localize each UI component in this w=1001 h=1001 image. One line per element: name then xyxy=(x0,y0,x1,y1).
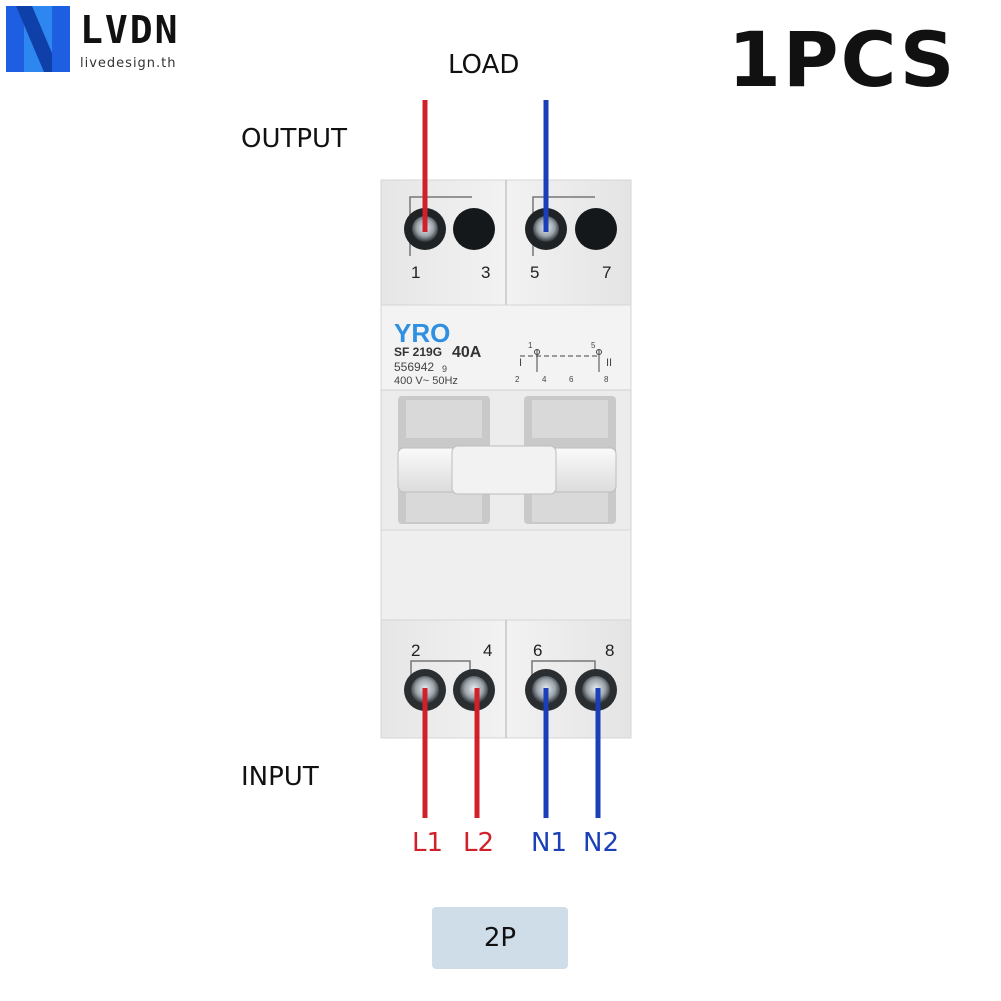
brand-name: LVDN xyxy=(80,8,180,52)
terminal-hole xyxy=(453,208,495,250)
terminal-number: 3 xyxy=(481,263,490,282)
device-model: SF 219G xyxy=(394,345,442,359)
terminal-hole xyxy=(575,208,617,250)
brand-logo-icon xyxy=(6,6,70,72)
load-label: LOAD xyxy=(448,50,520,80)
terminal-number: 2 xyxy=(411,641,420,660)
svg-text:4: 4 xyxy=(542,375,547,384)
device-rating: 40A xyxy=(452,344,482,361)
device-code: 556942 xyxy=(394,360,434,374)
wire-label-l1: L1 xyxy=(412,828,444,858)
terminal-number: 6 xyxy=(533,641,542,660)
terminal-number: 5 xyxy=(530,263,539,282)
switch-schematic: I II 1 5 2 4 6 8 xyxy=(515,341,612,384)
terminal-number: 7 xyxy=(602,263,611,282)
terminal-number: 1 xyxy=(411,263,420,282)
svg-text:2: 2 xyxy=(515,375,520,384)
input-label: INPUT xyxy=(241,762,319,792)
device-spec: 400 V~ 50Hz xyxy=(394,375,458,387)
quantity-label: 1PCS xyxy=(728,15,957,104)
device-code-suffix: 9 xyxy=(442,364,447,374)
wire-label-l2: L2 xyxy=(463,828,495,858)
svg-text:6: 6 xyxy=(569,375,574,384)
pole-count-badge: 2P xyxy=(432,907,568,969)
svg-text:II: II xyxy=(606,357,612,369)
svg-text:5: 5 xyxy=(591,341,596,350)
device-brand: YRO xyxy=(394,318,450,348)
svg-text:8: 8 xyxy=(604,375,609,384)
svg-text:I: I xyxy=(519,357,522,369)
wire-label-n2: N2 xyxy=(583,828,619,858)
terminal-number: 4 xyxy=(483,641,492,660)
output-label: OUTPUT xyxy=(241,124,347,154)
wire-label-n1: N1 xyxy=(531,828,567,858)
lower-body xyxy=(380,529,632,621)
brand-subtitle: livedesign.th xyxy=(80,56,177,71)
terminal-number: 8 xyxy=(605,641,614,660)
svg-text:1: 1 xyxy=(528,341,533,350)
